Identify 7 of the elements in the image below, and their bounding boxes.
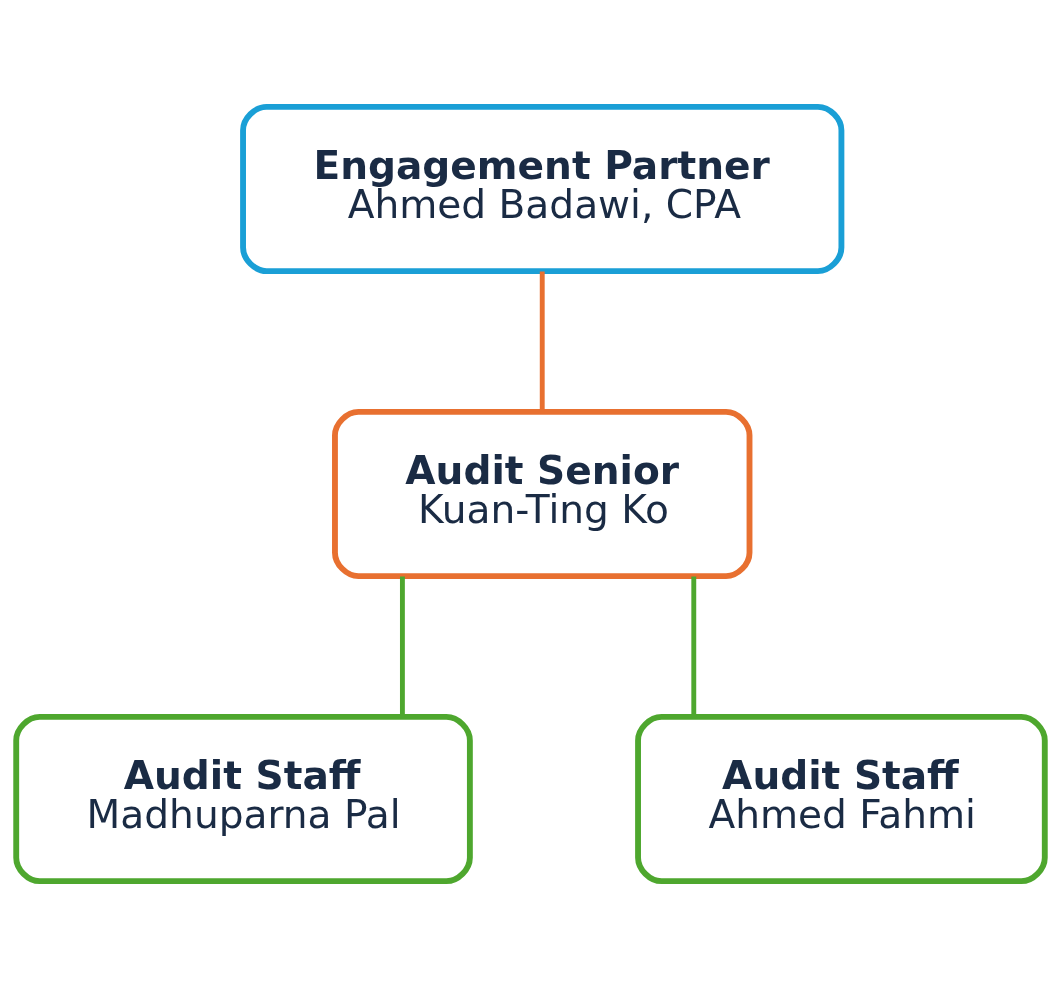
connector bbox=[691, 576, 697, 717]
node-box: Audit Staff Ahmed Fahmi bbox=[635, 714, 1048, 885]
connector bbox=[539, 271, 545, 412]
node-box: Audit Senior Kuan-Ting Ko bbox=[332, 408, 753, 580]
connector bbox=[399, 576, 405, 717]
node-box: Engagement Partner Ahmed Badawi, CPA bbox=[240, 103, 845, 274]
node-box: Audit Staff Madhuparna Pal bbox=[13, 714, 473, 885]
